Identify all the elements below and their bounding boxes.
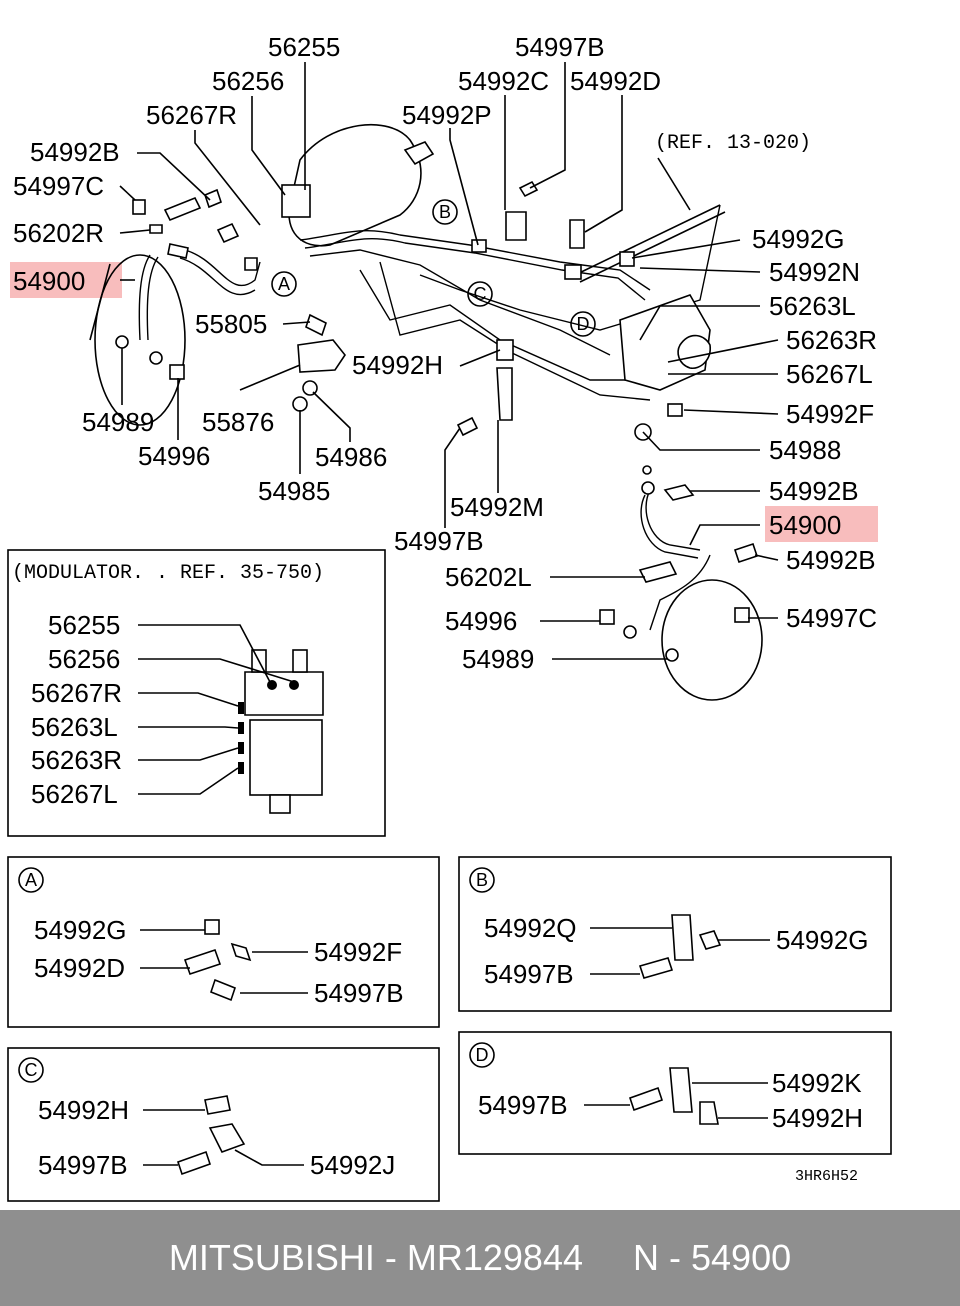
label-54986: 54986 xyxy=(315,442,387,472)
footer-bar: MITSUBISHI - MR129844 N - 54900 xyxy=(0,1210,960,1306)
label-54997c: 54997C xyxy=(13,171,104,201)
modulator-item-5: 56263R xyxy=(31,745,122,775)
box-d-item-2: 54992K xyxy=(772,1068,862,1098)
footer-n-number: N - 54900 xyxy=(633,1237,792,1278)
label-ref-13-020: (REF. 13-020) xyxy=(655,132,811,155)
label-54997b-top: 54997B xyxy=(515,32,605,62)
label-54989: 54989 xyxy=(82,407,154,437)
modulator-item-6: 56267L xyxy=(31,779,118,809)
part-labels: 56255 56256 56267R 54992B 54997C 56202R … xyxy=(13,32,877,674)
label-54992h: 54992H xyxy=(352,350,443,380)
box-a-item-1: 54992G xyxy=(34,915,127,945)
box-d-tag: D xyxy=(476,1045,489,1065)
detail-box-b: B 54992Q 54997B 54992G xyxy=(458,856,892,1012)
parts-diagram: A B C D xyxy=(7,32,892,1202)
label-55876: 55876 xyxy=(202,407,274,437)
marker-c-label: C xyxy=(474,284,487,304)
modulator-box: (MODULATOR. . REF. 35-750) 56255 56256 5… xyxy=(7,549,386,837)
box-a-item-2: 54992D xyxy=(34,953,125,983)
modulator-item-1: 56255 xyxy=(48,610,120,640)
footer-sep: - xyxy=(374,1237,407,1278)
label-54992b-right2: 54992B xyxy=(786,545,876,575)
label-54996-right: 54996 xyxy=(445,606,517,636)
box-a-tag: A xyxy=(25,870,37,890)
marker-b: B xyxy=(432,199,458,225)
box-a-item-4: 54997B xyxy=(314,978,404,1008)
marker-d: D xyxy=(570,311,596,337)
marker-d-label: D xyxy=(577,314,590,334)
label-54997b-mid: 54997B xyxy=(394,526,484,556)
label-54992f: 54992F xyxy=(786,399,874,429)
box-d-item-3: 54992H xyxy=(772,1103,863,1133)
label-56263r: 56263R xyxy=(786,325,877,355)
box-b-item-2: 54997B xyxy=(484,959,574,989)
label-54988: 54988 xyxy=(769,435,841,465)
detail-box-c: C 54992H 54997B 54992J xyxy=(7,1047,440,1202)
box-c-item-3: 54992J xyxy=(310,1150,395,1180)
box-d-item-1: 54997B xyxy=(478,1090,568,1120)
leader-lines xyxy=(89,62,779,660)
box-b-item-1: 54992Q xyxy=(484,913,577,943)
label-54992n: 54992N xyxy=(769,257,860,287)
label-54989-right: 54989 xyxy=(462,644,534,674)
modulator-title: (MODULATOR. . REF. 35-750) xyxy=(12,562,324,585)
footer-brand: MITSUBISHI xyxy=(168,1237,375,1278)
box-c-item-2: 54997B xyxy=(38,1150,128,1180)
marker-a-label: A xyxy=(278,274,290,294)
label-54992b-right1: 54992B xyxy=(769,476,859,506)
box-c-tag: C xyxy=(25,1060,38,1080)
modulator-item-2: 56256 xyxy=(48,644,120,674)
box-c-item-1: 54992H xyxy=(38,1095,129,1125)
label-54992g: 54992G xyxy=(752,224,845,254)
detail-box-d: D 54997B 54992K 54992H xyxy=(458,1031,892,1155)
brake-assembly-drawing xyxy=(94,123,763,701)
label-54992d: 54992D xyxy=(570,66,661,96)
label-54997c-right: 54997C xyxy=(786,603,877,633)
label-54992c: 54992C xyxy=(458,66,549,96)
marker-b-label: B xyxy=(439,202,451,222)
label-56202r: 56202R xyxy=(13,218,104,248)
label-54992b: 54992B xyxy=(30,137,120,167)
modulator-item-3: 56267R xyxy=(31,678,122,708)
label-54992m: 54992M xyxy=(450,492,544,522)
label-56256: 56256 xyxy=(212,66,284,96)
label-54985: 54985 xyxy=(258,476,330,506)
label-54996: 54996 xyxy=(138,441,210,471)
label-56202l: 56202L xyxy=(445,562,532,592)
label-56255: 56255 xyxy=(268,32,340,62)
box-b-tag: B xyxy=(476,870,488,890)
footer-part-number: MR129844 xyxy=(406,1237,583,1278)
label-56267r: 56267R xyxy=(146,100,237,130)
highlight-54900-right xyxy=(765,506,878,542)
label-54900-left: 54900 xyxy=(13,266,85,296)
modulator-item-4: 56263L xyxy=(31,712,118,742)
label-56267l: 56267L xyxy=(786,359,873,389)
label-56263l: 56263L xyxy=(769,291,856,321)
detail-box-a: A 54992G 54992D 54992F 54997B xyxy=(7,856,440,1028)
box-a-item-3: 54992F xyxy=(314,937,402,967)
marker-a: A xyxy=(271,271,297,297)
footer-gap xyxy=(583,1237,633,1279)
label-55805: 55805 xyxy=(195,309,267,339)
diagram-code: 3HR6H52 xyxy=(795,1168,858,1185)
label-54992p: 54992P xyxy=(402,100,492,130)
marker-c: C xyxy=(467,281,493,307)
box-b-item-3: 54992G xyxy=(776,925,869,955)
label-54900-right: 54900 xyxy=(769,510,841,540)
